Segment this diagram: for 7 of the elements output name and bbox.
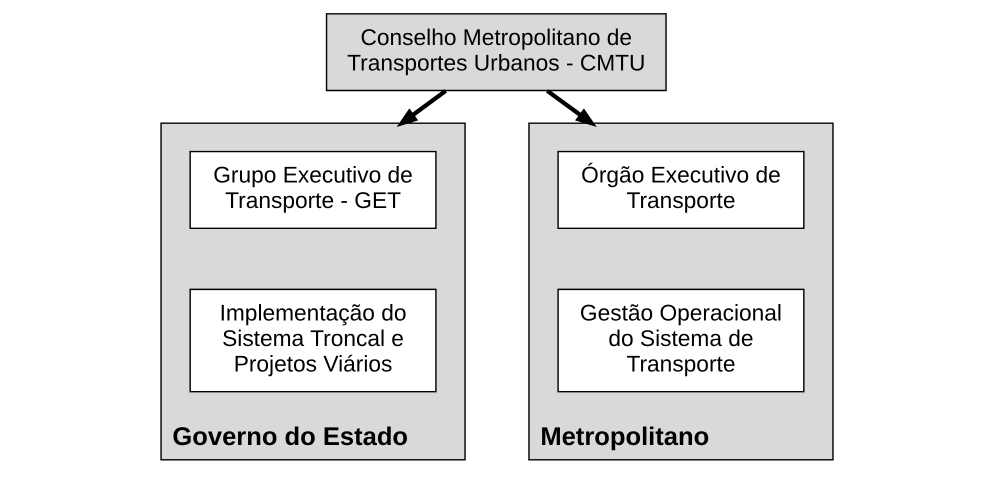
arrow bbox=[546, 89, 597, 127]
node-box: Grupo Executivo de Transporte - GET bbox=[189, 150, 437, 229]
arrow bbox=[396, 89, 447, 127]
node-box: Gestão Operacional do Sistema de Transporte bbox=[557, 288, 805, 392]
node-box: Conselho Metropolitano de Transportes Urbanos - CMTU bbox=[326, 13, 667, 92]
node-box: Implementação do Sistema Troncal e Projetos Viários bbox=[189, 288, 437, 392]
node-box: Órgão Executivo de Transporte bbox=[557, 150, 805, 229]
